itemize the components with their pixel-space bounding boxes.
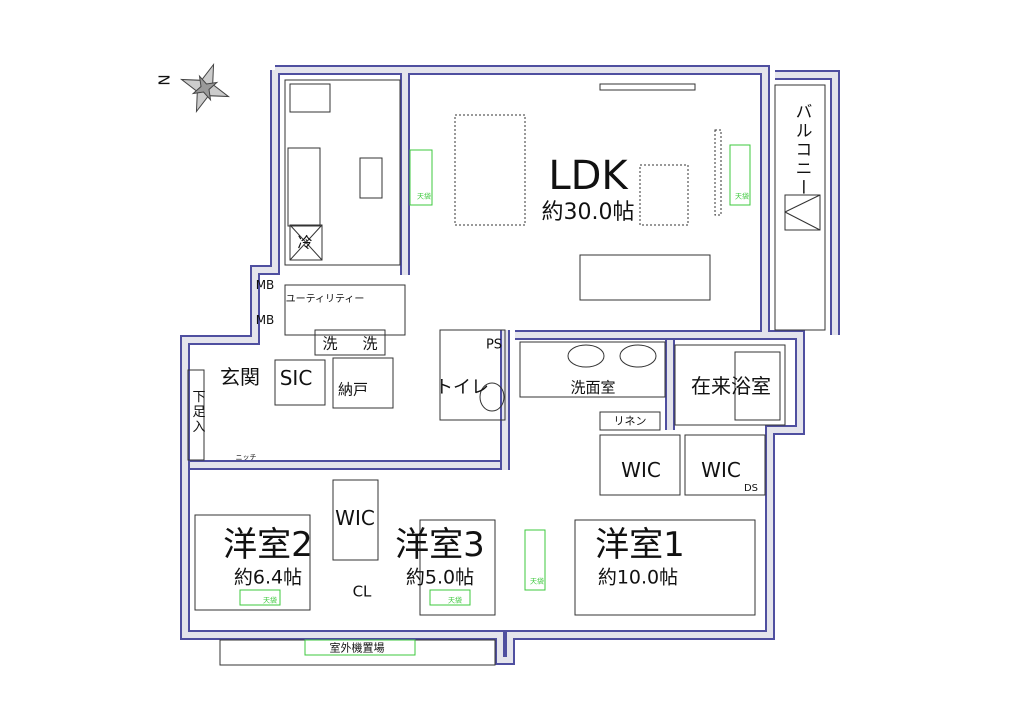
ldk-name: LDK (548, 153, 628, 199)
ceiling-storage-label: 天袋 (263, 596, 277, 605)
western2-name: 洋室2 (223, 525, 313, 565)
ps-label: PS (485, 337, 503, 353)
interior-lines (187, 79, 826, 666)
washroom-label: 洗面室 (570, 378, 616, 397)
washer-2-label: 洗 (362, 334, 378, 353)
compass-icon (179, 62, 231, 114)
western1-name: 洋室1 (595, 525, 685, 565)
ceiling-storage-label: 天袋 (735, 192, 749, 201)
western3-name: 洋室3 (395, 525, 485, 565)
western2-area: 約6.4帖 (233, 566, 303, 589)
ceiling-storage-label: 天袋 (530, 577, 544, 586)
western1-area: 約10.0帖 (597, 566, 679, 589)
ceiling-storage-label: 天袋 (448, 596, 462, 605)
closet-label: CL (352, 582, 372, 601)
entrance-label: 玄関 (220, 365, 260, 389)
shoe-cabinet-label: 下足入 (189, 389, 205, 435)
western3-area: 約5.0帖 (405, 566, 475, 589)
toilet-label: トイレ (435, 377, 489, 398)
ldk-area: 約30.0帖 (541, 200, 635, 225)
wic-western1-b: WIC (701, 458, 741, 482)
ds-label: DS (743, 483, 759, 494)
ceiling-storage-label: 天袋 (417, 192, 431, 201)
north-label: N (154, 74, 173, 86)
bathroom-label: 在来浴室 (691, 374, 771, 398)
fridge-label: 冷 (297, 233, 313, 252)
utility-label: ユーティリティー (285, 294, 365, 305)
mb-1-label: MB (255, 278, 275, 292)
wic-western2: WIC (335, 506, 375, 530)
balcony-label: バルコニー (791, 102, 812, 198)
washer-1-label: 洗 (322, 334, 338, 353)
outdoor-unit-label: 室外機置場 (329, 641, 385, 655)
mb-2-label: MB (255, 313, 275, 327)
sic-label: SIC (279, 366, 313, 390)
storage-label: 納戸 (337, 380, 369, 399)
ceiling-storage-marks (239, 144, 751, 656)
niche-label: ニッチ (235, 453, 257, 462)
wic-western1-a: WIC (621, 458, 661, 482)
linen-label: リネン (613, 414, 647, 428)
